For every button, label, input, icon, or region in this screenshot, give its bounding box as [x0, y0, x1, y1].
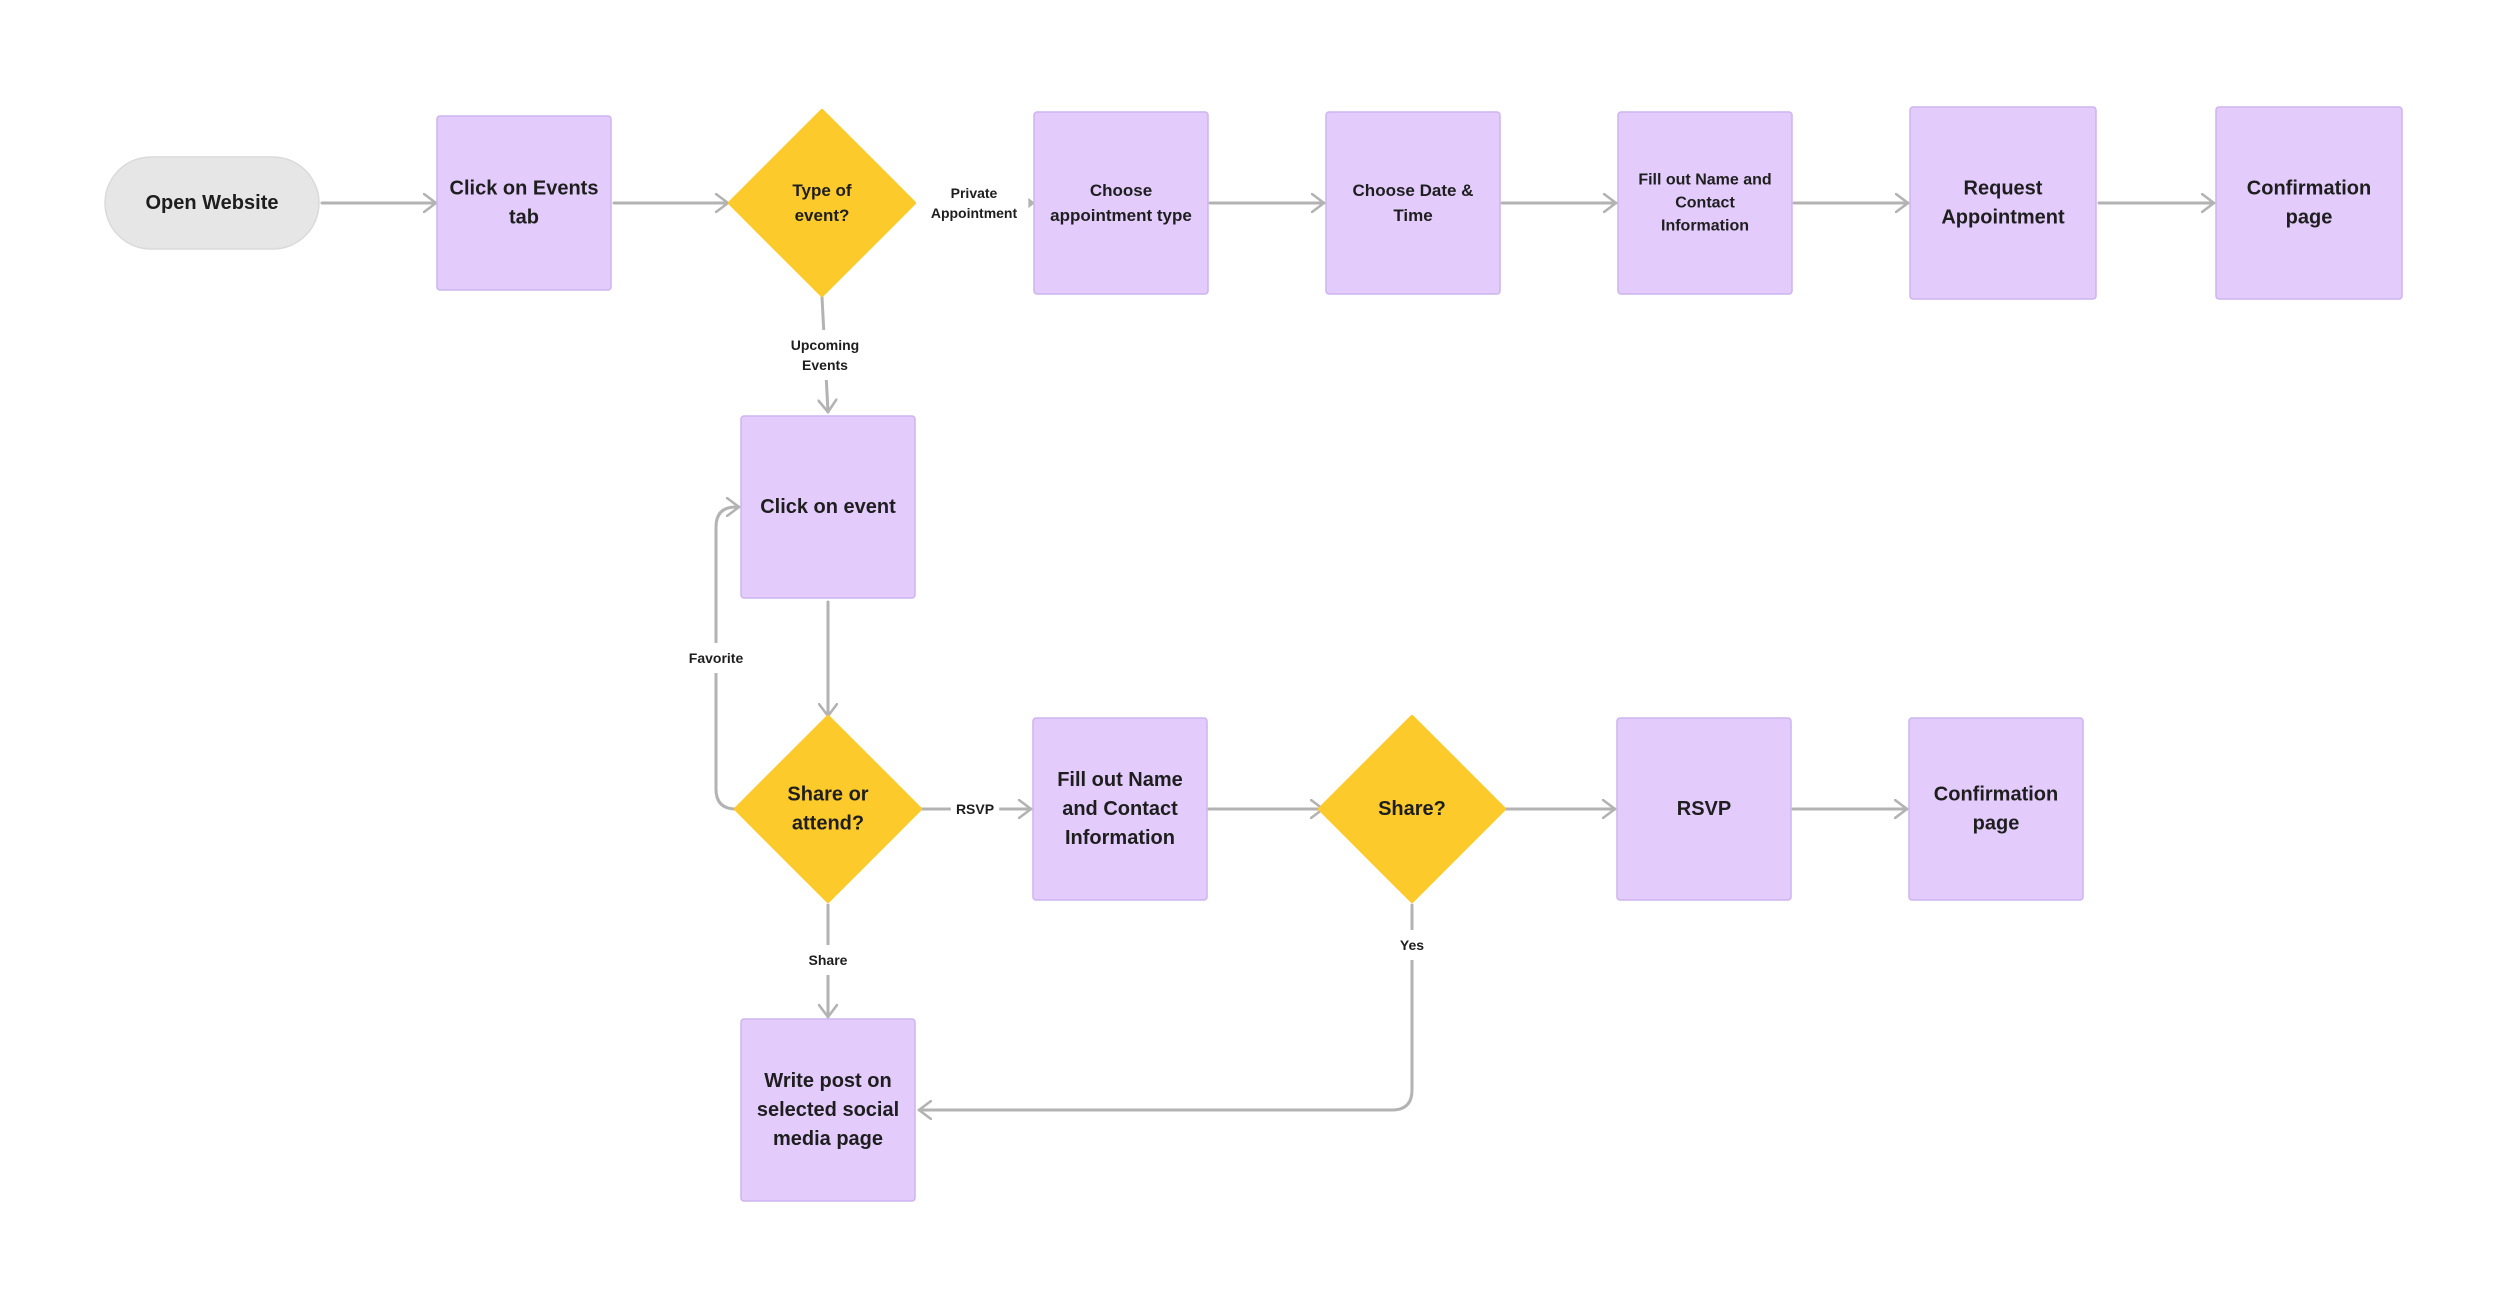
node-label-line: Request	[1964, 178, 2043, 200]
process-box	[740, 1018, 916, 1202]
node-label-line: Appointment	[1941, 207, 2065, 229]
edge-label-background	[919, 178, 1029, 228]
edge-label-line: Upcoming	[791, 337, 859, 353]
process-box	[1325, 111, 1501, 295]
node-label-line: Click on event	[760, 496, 896, 518]
node-write-post: Write post on selected social media page	[740, 1018, 916, 1202]
node-label-line: appointment type	[1050, 206, 1192, 225]
process-box	[1909, 106, 2097, 300]
node-type-of-event: Type of event?	[728, 109, 916, 297]
decision-diamond	[1318, 715, 1506, 903]
nodes-layer: Open Website Click on Events tab Type of eve…	[104, 106, 2403, 1202]
node-label-line: Time	[1393, 206, 1432, 225]
connectors-layer	[320, 203, 2216, 1110]
node-label-line: media page	[773, 1128, 883, 1150]
node-rsvp: RSVP	[1616, 717, 1792, 901]
node-share-or-attend: Share or attend?	[734, 715, 922, 903]
node-click-events-tab: Click on Events tab	[436, 115, 612, 291]
decision-diamond	[734, 715, 922, 903]
node-label-line: and Contact	[1062, 798, 1178, 820]
edge-label-background	[1392, 930, 1432, 960]
node-confirmation-page-1: Confirmation page	[2215, 106, 2403, 300]
node-label-line: Contact	[1675, 195, 1735, 212]
edge-label-background	[783, 330, 867, 380]
edge-label-share-or-attend-to-click-on-event: Favorite	[674, 643, 758, 673]
node-open-website: Open Website	[104, 156, 320, 250]
edge-label-line: Share	[809, 952, 848, 968]
node-label-line: event?	[795, 206, 850, 225]
edge-label-line: Events	[802, 357, 848, 373]
node-label-line: Choose Date &	[1353, 181, 1474, 200]
edge-labels-layer: PrivateAppointmentUpcomingEventsFavorite…	[674, 178, 1432, 975]
node-label-line: Confirmation	[1934, 784, 2058, 806]
node-choose-appointment-type: Choose appointment type	[1033, 111, 1209, 295]
edge-label-line: RSVP	[956, 801, 994, 817]
edge-label-line: Private	[951, 185, 998, 201]
node-share-question: Share?	[1318, 715, 1506, 903]
node-label-line: Confirmation	[2247, 178, 2371, 200]
edge-label-share-question-to-write-post: Yes	[1392, 930, 1432, 960]
node-click-on-event: Click on event	[740, 415, 916, 599]
process-box	[1908, 717, 2084, 901]
edge-label-line: Favorite	[689, 650, 744, 666]
node-label-line: Share?	[1378, 798, 1446, 820]
edge-label-line: Yes	[1400, 937, 1424, 953]
connector-share-question-to-write-post	[917, 903, 1414, 1110]
edge-label-share-or-attend-to-fill-name-contact-2: RSVP	[950, 794, 1000, 824]
node-label-line: Choose	[1090, 181, 1152, 200]
edge-label-background	[799, 945, 857, 975]
process-box	[436, 115, 612, 291]
node-label-line: Share or	[787, 784, 868, 806]
process-box	[1033, 111, 1209, 295]
edge-label-background	[950, 794, 1000, 824]
node-label-line: Open Website	[146, 192, 279, 214]
process-box	[2215, 106, 2403, 300]
node-label-line: Information	[1661, 218, 1749, 235]
process-box	[1032, 717, 1208, 901]
terminal-pill	[104, 156, 320, 250]
node-label-line: tab	[509, 207, 539, 229]
node-choose-date-time: Choose Date & Time	[1325, 111, 1501, 295]
edge-label-share-or-attend-to-write-post: Share	[799, 945, 857, 975]
process-box	[1616, 717, 1792, 901]
edge-label-background	[674, 643, 758, 673]
node-label-line: Fill out Name	[1057, 769, 1183, 791]
node-label-line: Information	[1065, 827, 1175, 849]
node-label-line: Click on Events	[450, 178, 599, 200]
node-label-line: page	[1973, 813, 2020, 835]
node-label-line: attend?	[792, 813, 864, 835]
node-confirmation-page-2: Confirmation page	[1908, 717, 2084, 901]
process-box	[740, 415, 916, 599]
edge-label-line: Appointment	[931, 205, 1018, 221]
node-label-line: Write post on	[764, 1070, 891, 1092]
node-label-line: RSVP	[1677, 798, 1731, 820]
decision-diamond	[728, 109, 916, 297]
node-label-line: page	[2286, 207, 2333, 229]
process-box	[1617, 111, 1793, 295]
node-label-line: Type of	[792, 181, 852, 200]
node-label-line: selected social	[757, 1099, 899, 1121]
node-label-line: Fill out Name and	[1638, 172, 1771, 189]
